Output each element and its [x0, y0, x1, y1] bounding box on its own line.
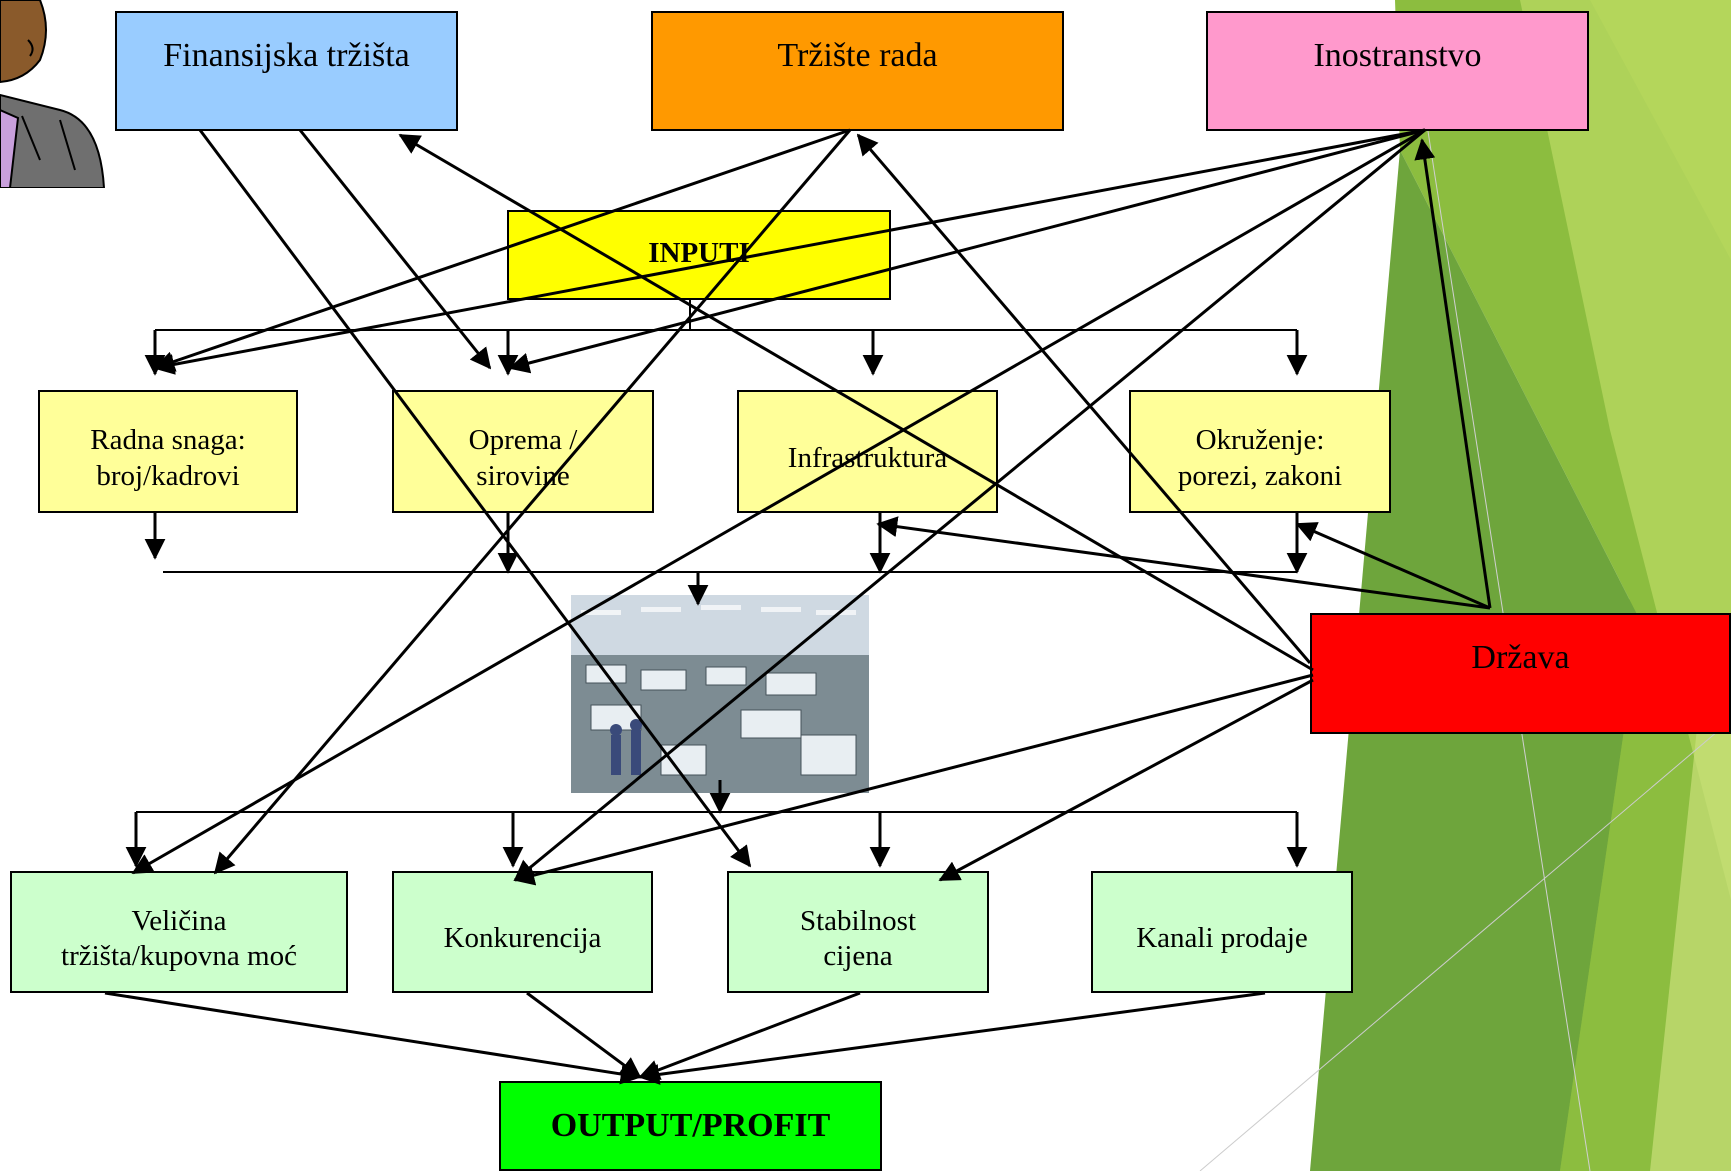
financial-markets-label: Finansijska tržišta	[163, 37, 410, 74]
labor-input-line-2: broj/kadrovi	[96, 459, 240, 492]
market-size-line-1: Veličina	[131, 904, 227, 937]
sales-channels-box: Kanali prodaje	[1091, 871, 1353, 993]
state-label: Država	[1471, 639, 1570, 676]
equipment-input-box: Oprema / sirovine	[392, 390, 654, 513]
labor-input-box: Radna snaga: broj/kadrovi	[38, 390, 298, 513]
financial-markets-box: Finansijska tržišta	[115, 11, 458, 131]
inputs-title-box: INPUTI	[507, 210, 891, 300]
environment-input-box: Okruženje: porezi, zakoni	[1129, 390, 1391, 513]
state-box: Država	[1310, 613, 1731, 734]
infrastructure-input-line-1: Infrastruktura	[787, 441, 948, 474]
sales-channels-line-1: Kanali prodaje	[1136, 922, 1308, 955]
output-profit-label: OUTPUT/PROFIT	[550, 1107, 831, 1144]
inputs-title-label: INPUTI	[648, 237, 750, 269]
abroad-box: Inostranstvo	[1206, 11, 1589, 131]
labor-market-label: Tržište rada	[777, 37, 938, 74]
market-size-line-2: tržišta/kupovna moć	[61, 940, 297, 972]
price-stability-line-1: Stabilnost	[799, 904, 916, 937]
environment-input-line-1: Okruženje:	[1195, 424, 1325, 457]
output-profit-box: OUTPUT/PROFIT	[499, 1081, 882, 1171]
infrastructure-input-box: Infrastruktura	[737, 390, 998, 513]
competition-box: Konkurencija	[392, 871, 653, 993]
businessman-clipart-icon	[0, 0, 110, 189]
labor-input-line-1: Radna snaga:	[90, 424, 246, 457]
factory-photo	[571, 595, 869, 793]
equipment-input-line-2: sirovine	[476, 459, 570, 492]
market-size-box: Veličina tržišta/kupovna moć	[10, 871, 348, 993]
environment-input-line-2: porezi, zakoni	[1177, 459, 1343, 492]
competition-line-1: Konkurencija	[443, 922, 602, 955]
equipment-input-line-1: Oprema /	[468, 424, 578, 457]
labor-market-box: Tržište rada	[651, 11, 1064, 131]
abroad-label: Inostranstvo	[1313, 37, 1482, 74]
price-stability-line-2: cijena	[823, 940, 893, 972]
price-stability-box: Stabilnost cijena	[727, 871, 989, 993]
